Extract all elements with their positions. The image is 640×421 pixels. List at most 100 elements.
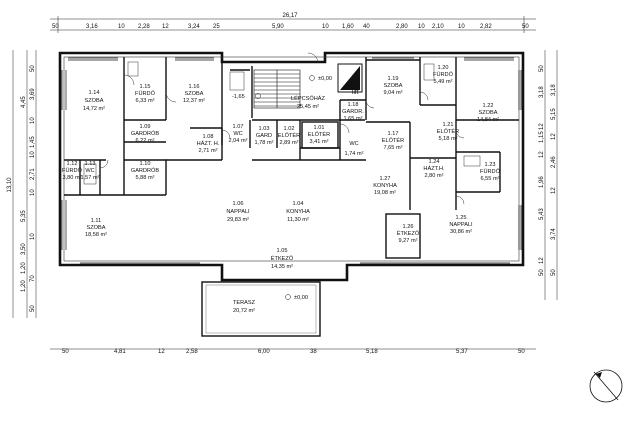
room-name: SZOBA: [87, 225, 106, 231]
dim-label: 50: [539, 65, 545, 72]
level-label: ±0,00: [318, 76, 332, 82]
room-number: 1.18: [348, 102, 359, 108]
dim-label: 4,81: [114, 349, 126, 355]
terrace-level: ±0,00: [294, 295, 308, 301]
room-name: ELŐTÉR: [308, 131, 330, 138]
dim-label: 50: [52, 24, 59, 30]
interior-walls: [64, 57, 519, 259]
room-area: 5,18 m²: [439, 136, 458, 142]
dim-label: 3,74: [551, 228, 557, 240]
room-area: 12,37 m²: [183, 98, 205, 104]
room-number: 1.16: [189, 84, 200, 90]
level-marker-icon: [309, 75, 315, 81]
dim-label: 10: [322, 24, 329, 30]
dim-label: 50: [62, 349, 69, 355]
room-area: 1,57 m²: [81, 175, 100, 181]
top-dimension-chain: 26,17 50 3,16 10 2,28 12 3,24 25 5,90 10…: [50, 13, 536, 33]
room-name: NAPPALI: [449, 222, 473, 228]
level-marker-icon: [285, 294, 291, 300]
room-area: 2,89 m²: [280, 140, 299, 146]
dim-label: 1,96: [539, 176, 545, 188]
room-area: 7,65 m²: [384, 145, 403, 151]
terrace-name: TERASZ: [233, 300, 256, 306]
dim-label: 10: [30, 189, 36, 196]
room-area: 3,41 m²: [310, 139, 329, 145]
room-number: 1.01: [314, 125, 325, 131]
room-name: ELŐTÉR: [382, 137, 404, 144]
room-name: WC: [85, 168, 94, 174]
dim-label: 50: [522, 24, 529, 30]
room-number: 1.19: [388, 76, 399, 82]
overall-height-label: 13,10: [7, 177, 13, 193]
room-name: SZOBA: [479, 110, 498, 116]
room-area: 6,33 m²: [136, 98, 155, 104]
room-name: SZOBA: [185, 91, 204, 97]
dim-label: 3,18: [551, 84, 557, 96]
dim-label: 50: [30, 305, 36, 312]
room-area: 5,88 m²: [136, 175, 155, 181]
dim-label: 40: [363, 24, 370, 30]
room-area: 1,74 m²: [345, 151, 364, 157]
room-number: 1.12: [67, 161, 78, 167]
dim-label: 50: [551, 269, 557, 276]
room-name: FÜRDŐ: [135, 90, 156, 97]
room-number: 1.09: [140, 124, 151, 130]
room-name: KONYHA: [373, 183, 397, 189]
dim-label: 12: [158, 349, 165, 355]
room-number: 1.11: [91, 218, 101, 224]
room-area: 18,58 m²: [85, 232, 107, 238]
dim-label: 2,80: [396, 24, 408, 30]
dim-label: 5,37: [456, 349, 468, 355]
room-name: SZOBA: [384, 83, 403, 89]
dim-label: 5,15: [551, 108, 557, 120]
room-number: 1.22: [483, 103, 494, 109]
room-name: WC: [349, 141, 358, 147]
room-number: 1.24: [429, 159, 440, 165]
dim-label: 12: [162, 24, 169, 30]
room-area: 25,45 m²: [297, 104, 319, 110]
room-area: 1,78 m²: [255, 140, 274, 146]
room-number: 1.14: [89, 90, 100, 96]
room-name: HÁZT.H.: [423, 165, 445, 172]
staircase: [253, 69, 301, 109]
dim-label: 1,60: [342, 24, 354, 30]
dim-label: 1,20: [21, 280, 27, 292]
room-number: 1.07: [233, 124, 244, 130]
terrace: TERASZ 20,72 m² ±0,00: [201, 281, 321, 337]
room-name: GARDR.: [342, 109, 364, 115]
room-number: 1.03: [259, 126, 270, 132]
room-area: 9,27 m²: [399, 238, 418, 244]
level-marker-icon: [255, 93, 261, 99]
dim-label: 2,28: [138, 24, 150, 30]
dim-label: 12: [539, 123, 545, 130]
bottom-dimension-chain: 50 4,81 12 2,58 6,00 38 5,18 5,37 50: [50, 348, 536, 355]
dim-label: 12: [551, 133, 557, 140]
room-area: 2,71 m²: [199, 148, 218, 154]
dim-label: 70: [30, 275, 36, 282]
room-labels: 1.14 SZOBA 14,72 m² 1.15 FÜRDŐ 6,33 m² 1…: [62, 65, 501, 270]
overall-width-label: 26,17: [282, 13, 298, 19]
room-number: 1.15: [140, 84, 151, 90]
room-name: ÉTKEZŐ: [271, 255, 294, 262]
dim-label: 5,35: [21, 210, 27, 222]
left-dimension-chain: 13,10 50 4,45 3,69 10 1,45 10 2,71 10 5,…: [7, 50, 37, 318]
room-number: 1.05: [277, 248, 288, 254]
room-number: 1.04: [293, 201, 304, 207]
dim-label: 5,18: [366, 349, 378, 355]
dim-label: 5,43: [539, 208, 545, 220]
room-name: ELŐTÉR: [437, 128, 459, 135]
room-area: 30,86 m²: [450, 229, 472, 235]
dim-label: 5,90: [272, 24, 284, 30]
room-name: GARD: [256, 133, 272, 139]
room-name: SZOBA: [85, 98, 104, 104]
door-swings: [99, 52, 465, 205]
dim-label: 10: [30, 233, 36, 240]
level-label: -1,65: [232, 94, 245, 100]
room-number: 1.23: [485, 162, 496, 168]
windows: [61, 57, 522, 264]
room-area: 11,30 m²: [287, 217, 309, 223]
room-number: 1.06: [233, 201, 244, 207]
room-name: WC: [233, 131, 242, 137]
dim-label: 2,46: [551, 156, 557, 168]
room-number: 1.25: [456, 215, 467, 221]
